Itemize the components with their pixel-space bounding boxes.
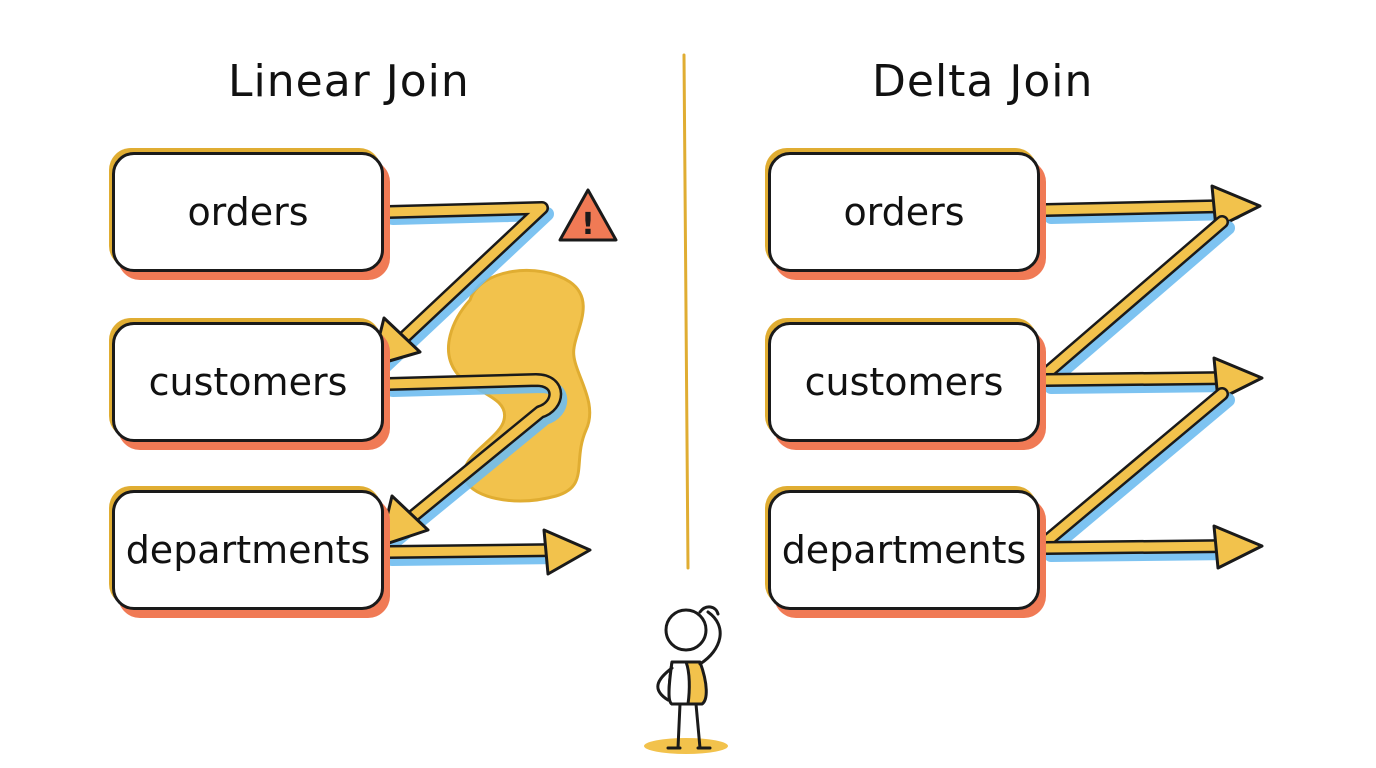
node-label: orders xyxy=(187,190,309,234)
arrow-orders-to-customers xyxy=(370,201,554,375)
node-label: departments xyxy=(781,528,1027,572)
arrow-delta-departments-diagonal xyxy=(1041,387,1235,553)
delta-node-departments: departments xyxy=(768,490,1040,610)
warning-triangle-icon: ! xyxy=(558,188,618,242)
delta-node-orders: orders xyxy=(768,152,1040,272)
arrow-delta-customers-diagonal xyxy=(1041,215,1235,385)
arrow-departments-output xyxy=(381,528,592,576)
node-label: customers xyxy=(148,360,348,404)
linear-node-customers: customers xyxy=(112,322,384,442)
node-label: departments xyxy=(125,528,371,572)
linear-node-orders: orders xyxy=(112,152,384,272)
node-label: customers xyxy=(804,360,1004,404)
confused-person-icon xyxy=(644,605,728,754)
delta-node-customers: customers xyxy=(768,322,1040,442)
arrow-delta-departments-output xyxy=(1039,524,1264,570)
arrow-customers-to-departments xyxy=(377,373,568,553)
panel-divider xyxy=(682,53,690,570)
node-label: orders xyxy=(843,190,965,234)
delta-join-title: Delta Join xyxy=(872,56,1094,107)
warning-glyph: ! xyxy=(581,207,595,242)
linear-node-departments: departments xyxy=(112,490,384,610)
linear-join-title: Linear Join xyxy=(228,56,470,107)
